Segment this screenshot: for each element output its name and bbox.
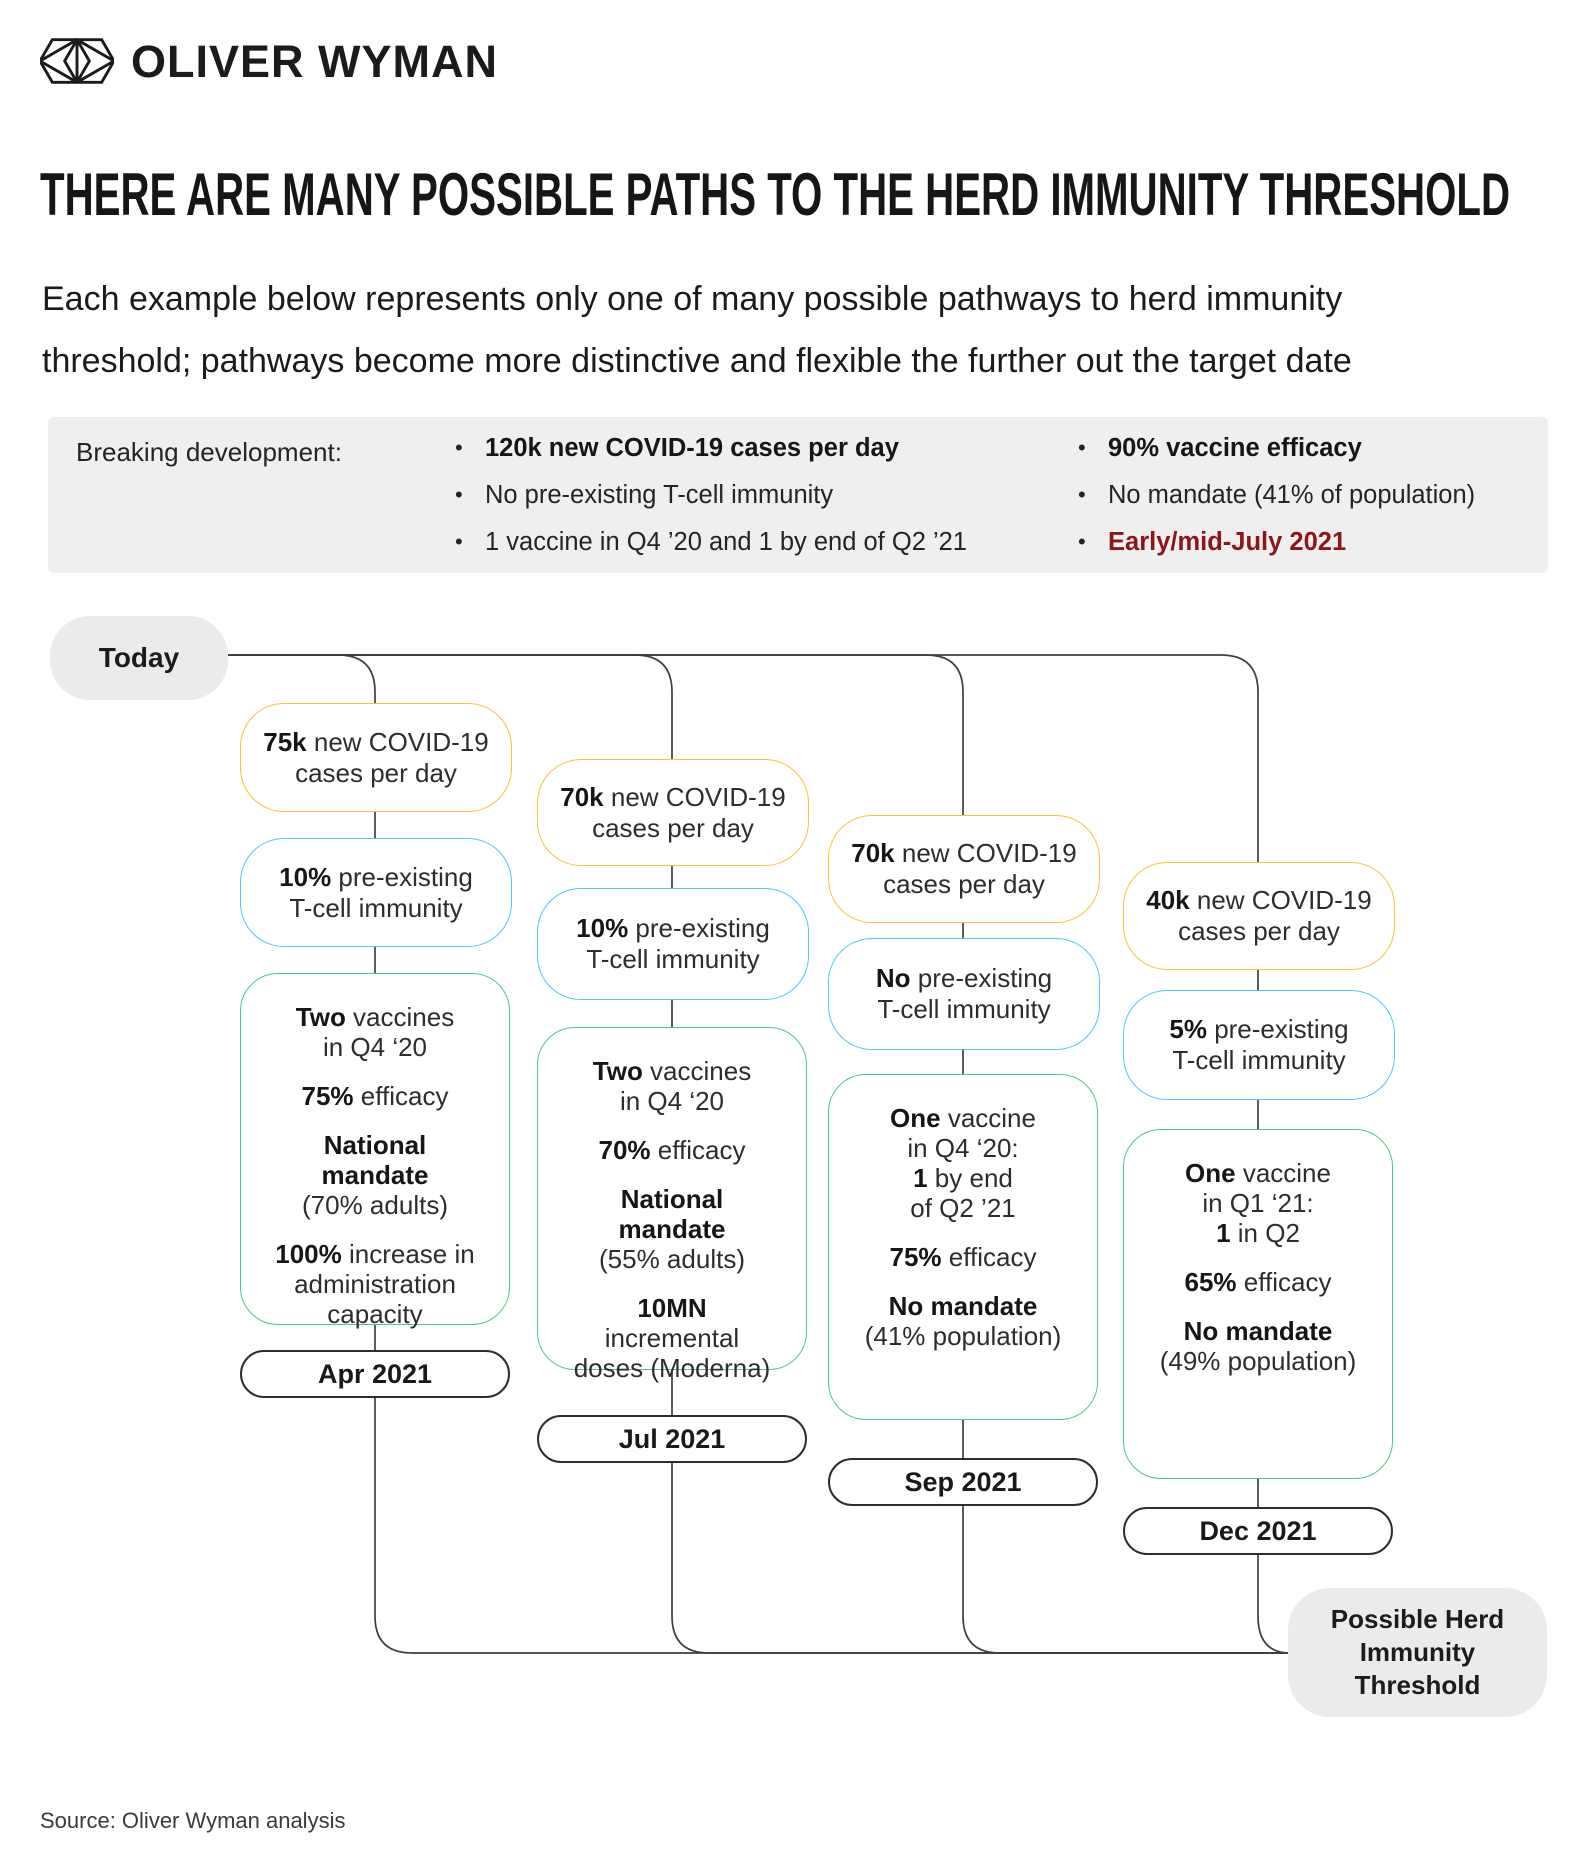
- threshold-node: Possible Herd Immunity Threshold: [1288, 1588, 1547, 1717]
- bullet-item: • 90% vaccine efficacy: [1078, 433, 1548, 463]
- vaccine-box-paragraph: 70% efficacy: [598, 1135, 746, 1165]
- source-note: Source: Oliver Wyman analysis: [40, 1808, 346, 1833]
- date-pill: Sep 2021: [828, 1458, 1098, 1506]
- vaccine-box-paragraph: 75% efficacy: [889, 1242, 1037, 1272]
- bullet-text: 120k new COVID-19 cases per day: [485, 434, 899, 462]
- bullet-text: No mandate (41% of population): [1108, 481, 1476, 509]
- bullet-item: • 120k new COVID-19 cases per day: [455, 433, 1075, 463]
- bullet-dot-icon: •: [455, 435, 463, 460]
- today-label: Today: [98, 642, 180, 673]
- breaking-label: Breaking development:: [76, 437, 342, 467]
- subtitle-line: Each example below represents only one o…: [42, 280, 1343, 318]
- threshold-line: Threshold: [1354, 1670, 1481, 1700]
- today-node: Today: [50, 616, 228, 700]
- vaccine-box-paragraph: No mandate(41% population): [864, 1291, 1062, 1351]
- bullet-text: Early/mid-July 2021: [1108, 528, 1347, 556]
- breaking-panel: Breaking development: • 120k new COVID-19…: [48, 417, 1548, 573]
- date-pill: Jul 2021: [537, 1415, 807, 1463]
- bullet-dot-icon: •: [1078, 435, 1086, 460]
- bullet-item: • No mandate (41% of population): [1078, 480, 1548, 510]
- bullet-text: No pre-existing T-cell immunity: [485, 481, 834, 509]
- bullet-item: • No pre-existing T-cell immunity: [455, 480, 1075, 510]
- breaking-bullets-col1: • 120k new COVID-19 cases per day • No pre-…: [455, 433, 1075, 574]
- page-title: THERE ARE MANY POSSIBLE PATHS TO THE HER…: [40, 166, 1510, 228]
- threshold-line: Immunity: [1359, 1637, 1476, 1667]
- bullet-dot-icon: •: [1078, 529, 1086, 554]
- breaking-bullets-col2: • 90% vaccine efficacy • No mandate (41% of…: [1078, 433, 1548, 574]
- oliver-wyman-logo: OLIVER WYMAN: [40, 38, 498, 84]
- connector-path: [228, 654, 1291, 1654]
- bullet-item: • Early/mid-July 2021: [1078, 527, 1548, 557]
- bullet-dot-icon: •: [455, 482, 463, 507]
- bullet-dot-icon: •: [455, 529, 463, 554]
- date-pill: Dec 2021: [1123, 1507, 1393, 1555]
- bullet-text: 1 vaccine in Q4 ’20 and 1 by end of Q2 ’…: [485, 528, 967, 556]
- vaccine-box-paragraph: 75% efficacy: [301, 1081, 449, 1111]
- bullet-item: • 1 vaccine in Q4 ’20 and 1 by end of Q2 …: [455, 527, 1075, 557]
- vaccine-box-paragraph: 65% efficacy: [1184, 1267, 1332, 1297]
- threshold-line: Possible Herd: [1330, 1604, 1505, 1634]
- vaccine-box-paragraph: No mandate(49% population): [1159, 1316, 1357, 1376]
- logo-wordmark: OLIVER WYMAN: [131, 35, 498, 87]
- oliver-wyman-mark-icon: [40, 38, 114, 84]
- date-pill: Apr 2021: [240, 1350, 510, 1398]
- svg-text:THERE ARE MANY POSSIBLE PATHS: THERE ARE MANY POSSIBLE PATHS TO THE HER…: [40, 166, 1510, 228]
- bullet-dot-icon: •: [1078, 482, 1086, 507]
- subtitle-line: threshold; pathways become more distinct…: [42, 342, 1352, 380]
- page-subtitle: Each example below represents only one o…: [42, 268, 1352, 392]
- bullet-text: 90% vaccine efficacy: [1108, 434, 1362, 462]
